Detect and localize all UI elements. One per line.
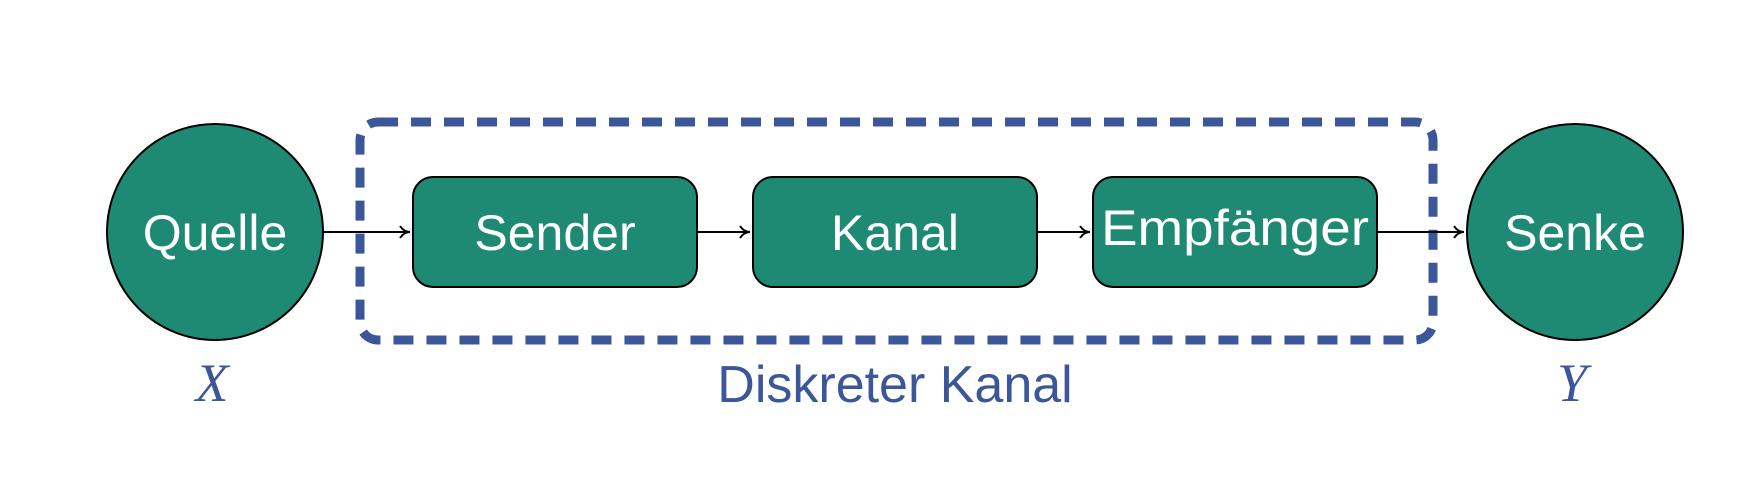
source-variable-label: X	[194, 353, 231, 413]
channel-node: Kanal	[752, 176, 1038, 288]
sink-variable-label: Y	[1557, 353, 1592, 413]
source-node: Quelle	[106, 123, 324, 341]
receiver-node-label: Empfänger	[1101, 200, 1369, 256]
sender-node: Sender	[412, 176, 698, 288]
sink-node-label: Senke	[1504, 205, 1646, 261]
receiver-node: Empfänger	[1092, 176, 1378, 288]
source-node-label: Quelle	[143, 205, 288, 261]
sender-node-label: Sender	[474, 205, 635, 261]
discrete-channel-label: Diskreter Kanal	[717, 356, 1072, 414]
channel-node-label: Kanal	[831, 205, 959, 261]
sink-node: Senke	[1466, 123, 1684, 341]
